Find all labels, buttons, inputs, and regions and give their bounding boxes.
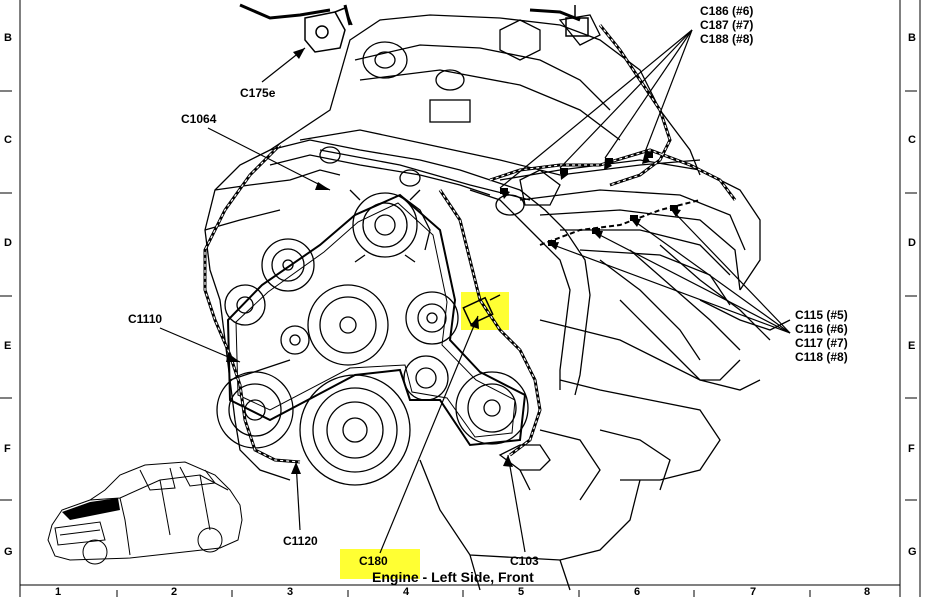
grid-col-6: 6: [634, 586, 641, 598]
grid-row-right-g: G: [908, 546, 917, 558]
grid-row-left-d: D: [4, 237, 12, 249]
callout-c188: C188 (#8): [700, 32, 754, 46]
callout-c180: C180: [359, 554, 388, 568]
callout-c115: C115 (#5): [795, 308, 848, 322]
grid-row-left-f: F: [4, 443, 11, 455]
grid-col-1: 1: [55, 586, 62, 598]
grid-col-5: 5: [518, 586, 525, 598]
callout-c1120: C1120: [283, 534, 318, 548]
callout-c118: C118 (#8): [795, 350, 848, 364]
callout-c117: C117 (#7): [795, 336, 848, 350]
callout-c186: C186 (#6): [700, 4, 754, 18]
grid-row-right-b: B: [908, 32, 916, 44]
grid-row-left-c: C: [4, 134, 12, 146]
callout-c175e: C175e: [240, 86, 276, 100]
grid-row-left-g: G: [4, 546, 13, 558]
highlight-c180-label: [340, 549, 420, 579]
grid-row-right-d: D: [908, 237, 916, 249]
diagram-caption: Engine - Left Side, Front: [372, 569, 534, 585]
callout-c187: C187 (#7): [700, 18, 754, 32]
grid-col-2: 2: [171, 586, 178, 598]
callout-c1110: C1110: [128, 312, 163, 326]
callout-c116: C116 (#6): [795, 322, 848, 336]
grid-row-right-f: F: [908, 443, 915, 455]
callout-c1064: C1064: [181, 112, 217, 126]
grid-row-left-b: B: [4, 32, 12, 44]
grid-row-left-e: E: [4, 340, 12, 352]
grid-col-4: 4: [403, 586, 410, 598]
grid-col-3: 3: [287, 586, 294, 598]
callout-c103: C103: [510, 554, 539, 568]
grid-col-8: 8: [864, 586, 871, 598]
grid-row-right-e: E: [908, 340, 916, 352]
grid-row-right-c: C: [908, 134, 916, 146]
grid-col-7: 7: [750, 586, 757, 598]
